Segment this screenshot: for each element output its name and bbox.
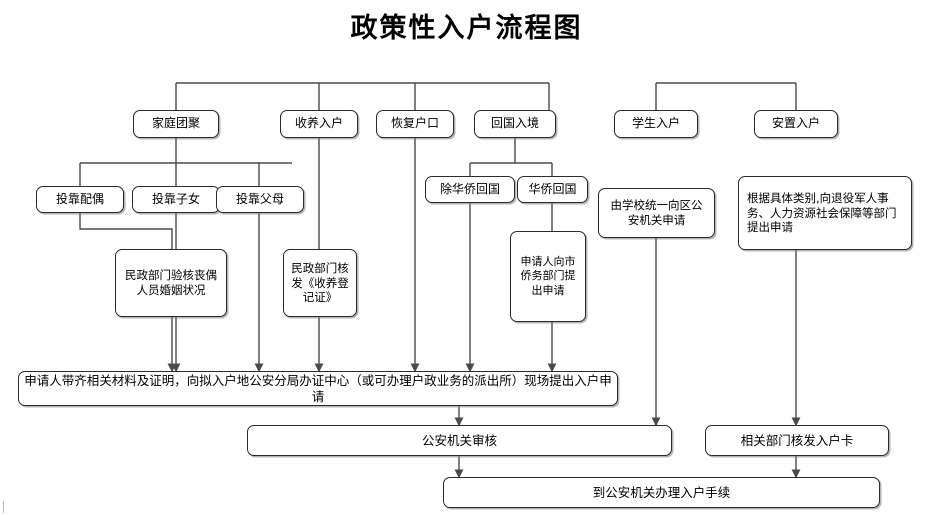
node-return-entry[interactable]: 回国入境 (474, 110, 556, 138)
node-family-reunion[interactable]: 家庭团聚 (133, 110, 219, 138)
page-title: 政策性入户流程图 (350, 13, 583, 44)
node-parents[interactable]: 投靠父母 (216, 186, 304, 213)
node-police-review[interactable]: 公安机关审核 (247, 425, 672, 456)
node-restore-hukou[interactable]: 恢复户口 (376, 110, 454, 138)
node-student[interactable]: 学生入户 (614, 110, 698, 138)
node-non-overseas-return[interactable]: 除华侨回国 (425, 176, 515, 203)
connector-group-to-submit (167, 137, 557, 373)
node-adoption[interactable]: 收养入户 (280, 110, 358, 138)
node-children[interactable]: 投靠子女 (132, 186, 220, 213)
node-final-step[interactable]: 到公安机关办理入户手续 (443, 477, 880, 508)
connector-group-bottom (454, 238, 801, 479)
corner-mark (3, 501, 4, 513)
node-issue-card[interactable]: 相关部门核发入户卡 (705, 425, 889, 456)
connector-group-top (79, 82, 797, 186)
node-veteran-apply[interactable]: 根据具体类别,向退役军人事务、人力资源社会保障等部门提出申请 (738, 176, 912, 250)
node-overseas-return[interactable]: 华侨回国 (517, 176, 588, 203)
node-submit-application[interactable]: 申请人带齐相关材料及证明，向拟入户地公安分局办证中心（或可办理户政业务的派出所）… (18, 371, 618, 406)
node-civil-affairs-adoption[interactable]: 民政部门核发《收养登记证》 (283, 249, 357, 317)
connector-group-middle (79, 137, 553, 249)
node-school-apply[interactable]: 由学校统一向区公安机关申请 (598, 188, 715, 238)
node-spouse[interactable]: 投靠配偶 (36, 186, 124, 213)
node-civil-affairs-widow[interactable]: 民政部门验核丧偶人员婚姻状况 (115, 249, 227, 317)
node-resettlement[interactable]: 安置入户 (754, 110, 838, 138)
node-overseas-apply[interactable]: 申请人向市侨务部门提出申请 (510, 231, 586, 322)
